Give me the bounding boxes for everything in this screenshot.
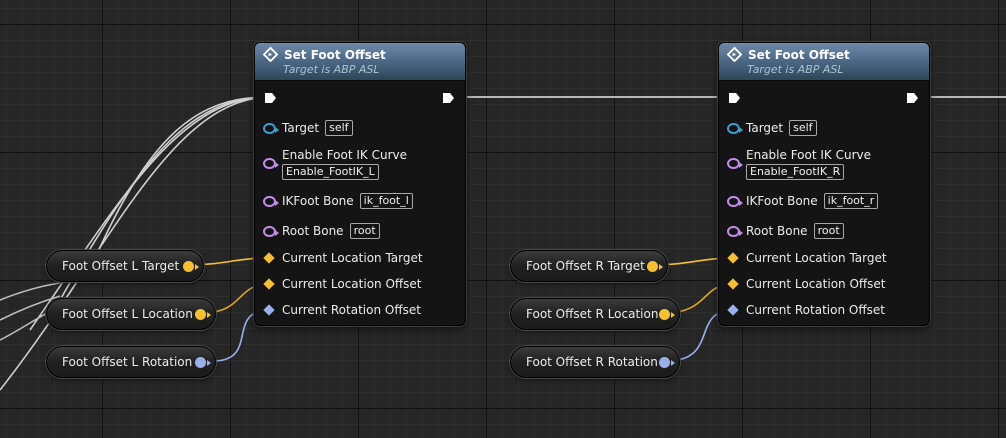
exec-input-pin[interactable] [728, 92, 741, 104]
exec-input-pin[interactable] [264, 92, 277, 104]
variable-label: Foot Offset R Target [526, 259, 645, 273]
node-title: Set Foot Offset [748, 47, 850, 62]
curve-value-field[interactable]: Enable_FootIK_L [282, 164, 379, 180]
vector-output-pin-icon[interactable] [183, 261, 199, 272]
pin-label: Current Location Offset [282, 277, 422, 291]
rotator-pin-icon[interactable] [727, 304, 739, 316]
rotator-output-pin-icon[interactable] [195, 357, 211, 368]
rotator-pin-icon[interactable] [263, 304, 275, 316]
curve-value-field[interactable]: Enable_FootIK_R [746, 164, 845, 180]
name-pin-icon[interactable] [263, 195, 279, 207]
node-subtitle: Target is ABP ASL [747, 63, 844, 76]
pin-label: Current Location Target [282, 251, 423, 265]
target-value-field[interactable]: self [325, 120, 353, 136]
var-foot-offset-l-rotation[interactable]: Foot Offset L Rotation [46, 346, 216, 378]
node-header[interactable]: Set Foot Offset Target is ABP ASL [255, 43, 465, 81]
pin-label: Root Bone [746, 224, 808, 238]
function-icon [263, 47, 278, 62]
set-foot-offset-node-right[interactable]: Set Foot Offset Target is ABP ASL Target… [718, 42, 930, 326]
var-foot-offset-l-target[interactable]: Foot Offset L Target [46, 250, 204, 282]
exec-wire-incoming-1 [89, 96, 269, 271]
node-title: Set Foot Offset [284, 47, 386, 62]
vector-output-pin-icon[interactable] [647, 261, 663, 272]
name-pin-icon[interactable] [263, 225, 279, 237]
current-location-offset-pin[interactable]: Current Location Offset [727, 277, 886, 291]
ikfoot-bone-pin[interactable]: IKFoot Bone ik_foot_l [263, 193, 413, 209]
rotator-output-pin-icon[interactable] [659, 357, 675, 368]
name-pin-icon[interactable] [727, 195, 743, 207]
pin-label: Target [282, 121, 320, 135]
ikbone-value-field[interactable]: ik_foot_l [359, 193, 413, 209]
exec-wire-left-edge-2 [0, 295, 61, 321]
pin-label: Current Rotation Offset [282, 303, 421, 317]
pin-label: Enable Foot IK Curve [282, 148, 407, 162]
ikfoot-bone-pin[interactable]: IKFoot Bone ik_foot_r [727, 193, 879, 209]
name-pin-icon[interactable] [727, 158, 743, 169]
pin-label: Enable Foot IK Curve [746, 148, 871, 162]
function-icon [727, 47, 742, 62]
variable-label: Foot Offset L Location [62, 307, 193, 321]
object-pin-icon[interactable] [727, 122, 743, 134]
variable-label: Foot Offset L Target [62, 259, 180, 273]
var-foot-offset-l-location[interactable]: Foot Offset L Location [46, 298, 216, 330]
exec-wire-left-edge-1 [0, 282, 61, 301]
root-bone-pin[interactable]: Root Bone root [727, 223, 844, 239]
current-rotation-offset-pin[interactable]: Current Rotation Offset [727, 303, 885, 317]
current-rotation-offset-pin[interactable]: Current Rotation Offset [263, 303, 421, 317]
enable-foot-ik-curve-pin[interactable]: Enable Foot IK Curve Enable_FootIK_R [727, 148, 871, 180]
current-location-target-pin[interactable]: Current Location Target [263, 251, 423, 265]
rootbone-value-field[interactable]: root [349, 223, 380, 239]
target-pin[interactable]: Target self [263, 120, 353, 136]
target-pin[interactable]: Target self [727, 120, 817, 136]
pin-label: Current Location Target [746, 251, 887, 265]
vector-output-pin-icon[interactable] [659, 309, 675, 320]
vector-output-pin-icon[interactable] [195, 309, 211, 320]
pin-label: IKFoot Bone [746, 194, 818, 208]
variable-label: Foot Offset L Rotation [62, 355, 193, 369]
current-location-offset-pin[interactable]: Current Location Offset [263, 277, 422, 291]
pin-label: Current Rotation Offset [746, 303, 885, 317]
pin-label: Root Bone [282, 224, 344, 238]
name-pin-icon[interactable] [727, 225, 743, 237]
exec-wire-incoming-3 [29, 96, 269, 331]
variable-label: Foot Offset R Rotation [526, 355, 658, 369]
exec-wire-incoming-4 [0, 96, 269, 391]
exec-output-pin[interactable] [906, 92, 919, 104]
variable-label: Foot Offset R Location [526, 307, 659, 321]
pin-label: Target [746, 121, 784, 135]
vector-pin-icon[interactable] [727, 252, 739, 264]
current-location-target-pin[interactable]: Current Location Target [727, 251, 887, 265]
object-pin-icon[interactable] [263, 122, 279, 134]
pin-label: IKFoot Bone [282, 194, 354, 208]
pin-label: Current Location Offset [746, 277, 886, 291]
vector-pin-icon[interactable] [263, 278, 275, 290]
exec-output-pin[interactable] [442, 92, 455, 104]
name-pin-icon[interactable] [263, 158, 279, 169]
root-bone-pin[interactable]: Root Bone root [263, 223, 380, 239]
var-foot-offset-r-target[interactable]: Foot Offset R Target [510, 250, 668, 282]
node-header[interactable]: Set Foot Offset Target is ABP ASL [719, 43, 929, 81]
vector-pin-icon[interactable] [263, 252, 275, 264]
rootbone-value-field[interactable]: root [813, 223, 844, 239]
var-foot-offset-r-rotation[interactable]: Foot Offset R Rotation [510, 346, 680, 378]
var-foot-offset-r-location[interactable]: Foot Offset R Location [510, 298, 680, 330]
target-value-field[interactable]: self [789, 120, 817, 136]
set-foot-offset-node-left[interactable]: Set Foot Offset Target is ABP ASL Target… [254, 42, 466, 326]
node-subtitle: Target is ABP ASL [283, 63, 380, 76]
vector-pin-icon[interactable] [727, 278, 739, 290]
enable-foot-ik-curve-pin[interactable]: Enable Foot IK Curve Enable_FootIK_L [263, 148, 407, 180]
ikbone-value-field[interactable]: ik_foot_r [823, 193, 879, 209]
